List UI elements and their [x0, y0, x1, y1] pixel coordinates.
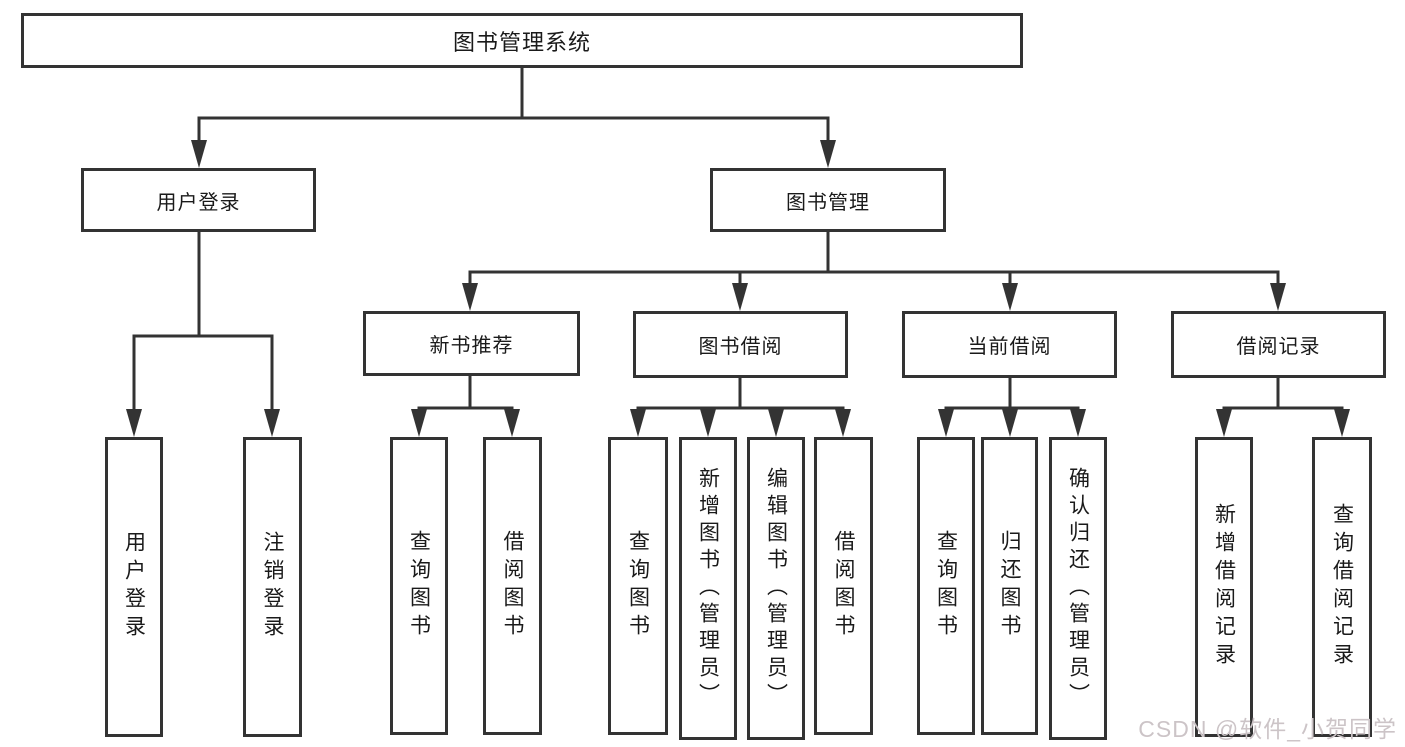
- node-records-add-record: 新增借阅记录: [1195, 437, 1253, 737]
- csdn-watermark: CSDN @软件_小贺同学: [1138, 716, 1397, 742]
- arrowhead-icon: [264, 409, 280, 437]
- arrowheads: [126, 140, 1350, 437]
- arrowhead-icon: [1002, 283, 1018, 311]
- arrowhead-icon: [630, 409, 646, 437]
- arrowhead-icon: [732, 283, 748, 311]
- node-borrow-add-books-admin: 新增图书（管理员）: [679, 437, 737, 740]
- node-newrec-borrow-books: 借阅图书: [483, 437, 542, 735]
- arrowhead-icon: [1070, 409, 1086, 437]
- node-borrow-borrow-books: 借阅图书: [814, 437, 873, 735]
- node-book-management: 图书管理: [710, 168, 946, 232]
- node-current-borrowing: 当前借阅: [902, 311, 1117, 378]
- node-book-borrowing: 图书借阅: [633, 311, 848, 378]
- arrowhead-icon: [1270, 283, 1286, 311]
- node-user-login-leaf: 用户登录: [105, 437, 163, 737]
- node-logout-leaf: 注销登录: [243, 437, 302, 737]
- arrowhead-icon: [820, 140, 836, 168]
- arrowhead-icon: [768, 409, 784, 437]
- node-borrow-query-books: 查询图书: [608, 437, 668, 735]
- arrowhead-icon: [700, 409, 716, 437]
- node-records-query-record: 查询借阅记录: [1312, 437, 1372, 737]
- arrowhead-icon: [504, 409, 520, 437]
- arrowhead-icon: [1002, 409, 1018, 437]
- node-new-book-recommend: 新书推荐: [363, 311, 580, 376]
- arrowhead-icon: [835, 409, 851, 437]
- arrowhead-icon: [1334, 409, 1350, 437]
- arrowhead-icon: [411, 409, 427, 437]
- node-user-login: 用户登录: [81, 168, 316, 232]
- node-borrow-edit-books-admin: 编辑图书（管理员）: [747, 437, 805, 740]
- node-current-return-books: 归还图书: [981, 437, 1038, 735]
- node-current-confirm-return-admin: 确认归还（管理员）: [1049, 437, 1107, 740]
- arrowhead-icon: [191, 140, 207, 168]
- arrowhead-icon: [462, 283, 478, 311]
- node-library-system: 图书管理系统: [21, 13, 1023, 68]
- arrowhead-icon: [1216, 409, 1232, 437]
- node-newrec-query-books: 查询图书: [390, 437, 448, 735]
- node-borrow-records: 借阅记录: [1171, 311, 1386, 378]
- arrowhead-icon: [938, 409, 954, 437]
- arrowhead-icon: [126, 409, 142, 437]
- node-current-query-books: 查询图书: [917, 437, 975, 735]
